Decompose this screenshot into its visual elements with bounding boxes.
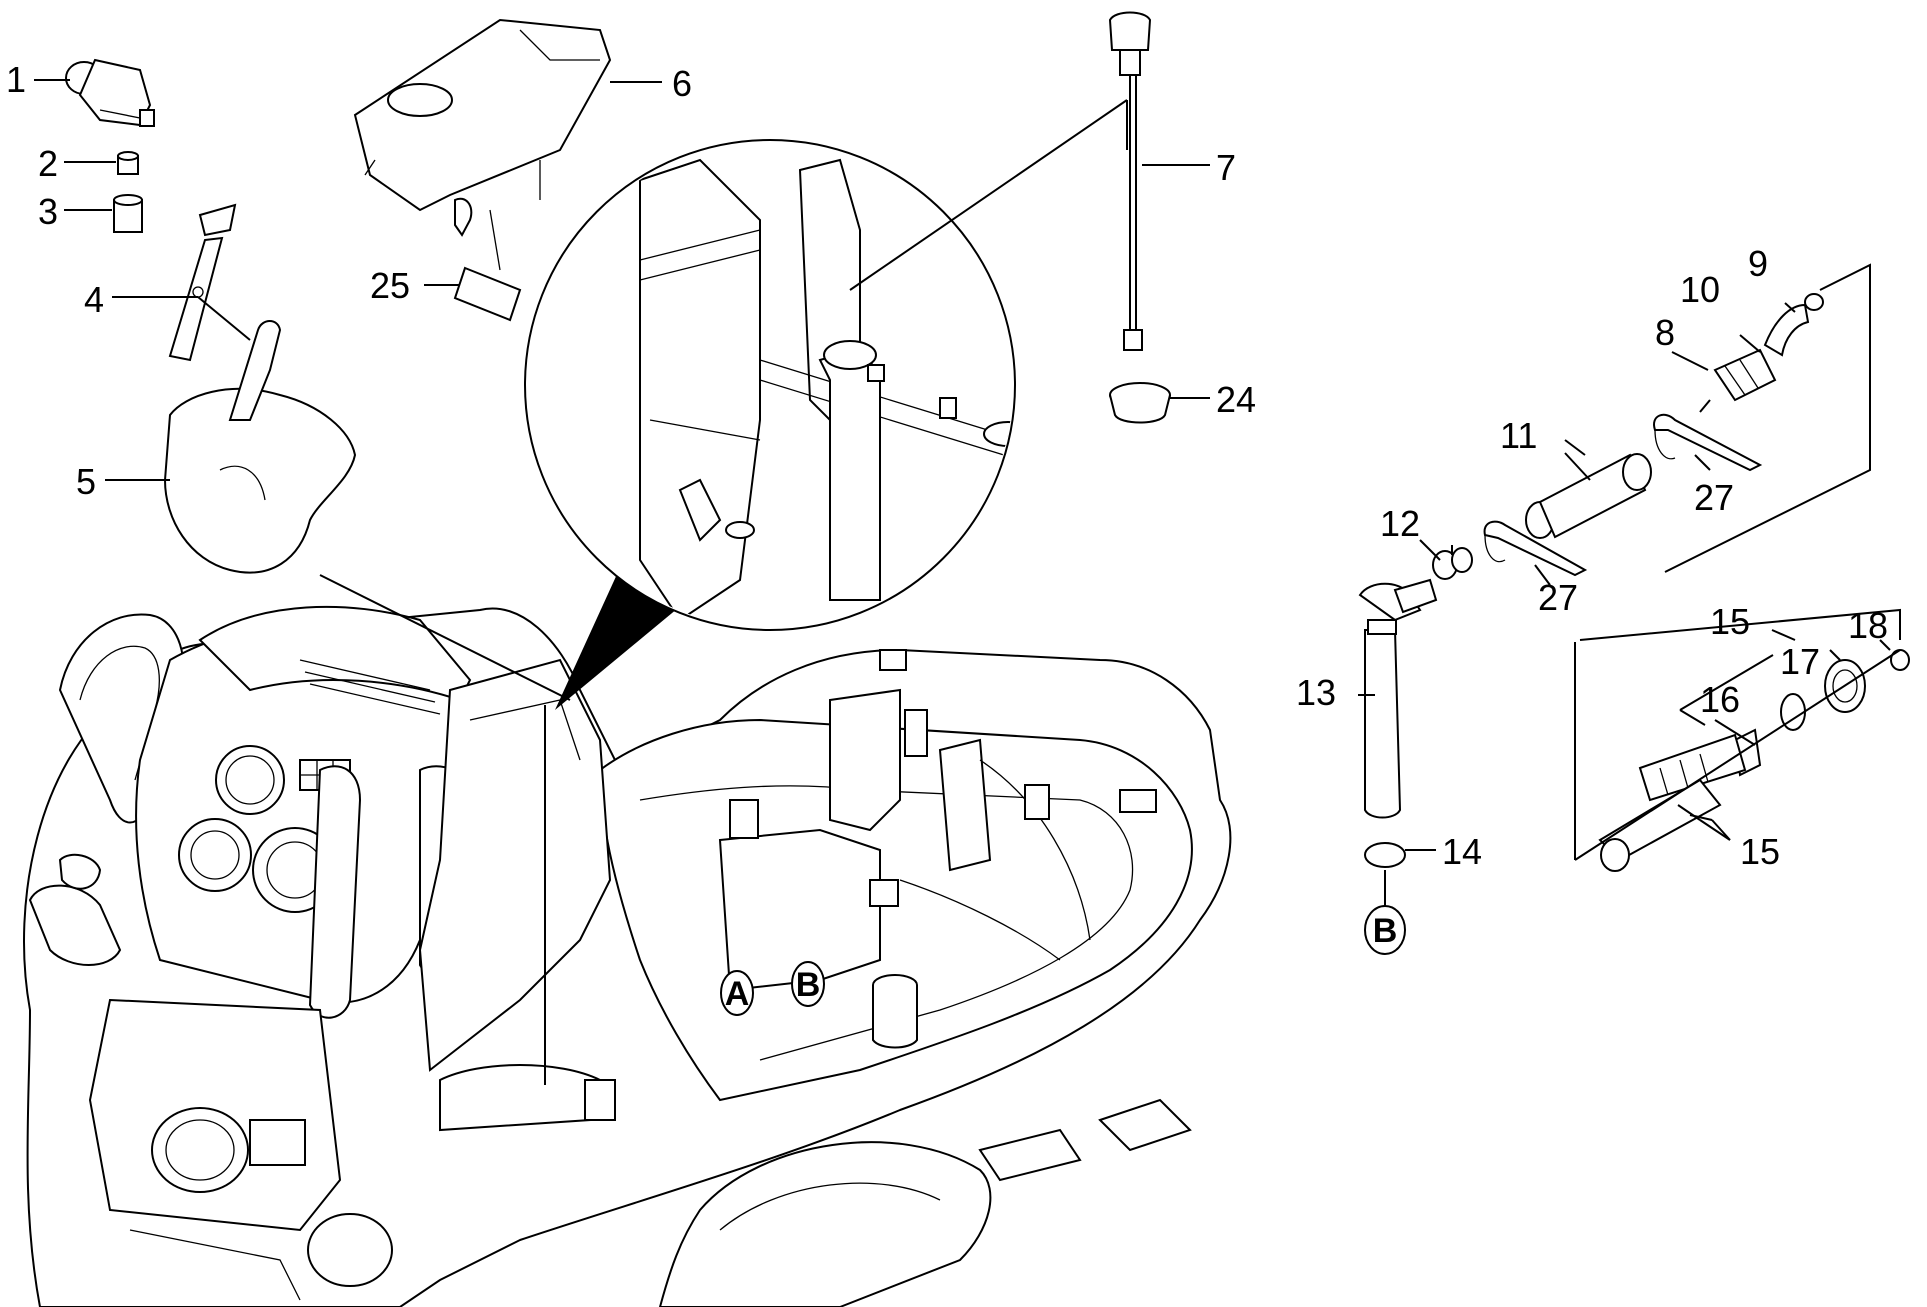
label-9: 9 (1748, 243, 1768, 284)
detail-magnifier (524, 139, 1016, 710)
part-3-sleeve (113, 194, 143, 233)
label-17: 17 (1780, 641, 1820, 682)
label-5: 5 (76, 461, 96, 502)
part-13-pipe (1358, 578, 1438, 819)
part-5-cover (163, 320, 357, 574)
machine-body: A B (23, 605, 1232, 1307)
label-7: 7 (1216, 147, 1236, 188)
label-15-bottom: 15 (1740, 831, 1780, 872)
part-27-clip-lower (1483, 520, 1588, 577)
label-11: 11 (1500, 415, 1537, 456)
part-8-nut (1713, 348, 1777, 402)
part-16-filter (1638, 728, 1762, 802)
part-14-gasket (1364, 842, 1406, 868)
label-14: 14 (1442, 831, 1482, 872)
part-labels: 1 2 3 4 5 6 7 8 9 10 11 12 13 14 15 15 1… (6, 59, 1888, 872)
label-10: 10 (1680, 269, 1720, 310)
label-27-upper: 27 (1694, 477, 1734, 518)
part-11-coupling (1525, 453, 1652, 539)
svg-text:A: A (725, 975, 750, 1013)
label-1: 1 (6, 59, 26, 100)
part-6-tank (353, 18, 612, 237)
label-24: 24 (1216, 379, 1256, 420)
label-2: 2 (38, 143, 58, 184)
label-4: 4 (84, 279, 104, 320)
label-13: 13 (1296, 672, 1336, 713)
part-7-dipstick (1108, 11, 1152, 351)
part-25-sensor (453, 209, 522, 322)
label-25: 25 (370, 265, 410, 306)
part-27-clip-upper (1653, 413, 1763, 472)
label-3: 3 (38, 191, 58, 232)
leader-lines (34, 79, 1901, 1085)
label-12: 12 (1380, 503, 1420, 544)
part-17-nut (1780, 659, 1866, 731)
label-6: 6 (672, 63, 692, 104)
label-15-top: 15 (1710, 601, 1750, 642)
svg-text:B: B (1373, 912, 1398, 950)
label-18: 18 (1848, 605, 1888, 646)
label-8: 8 (1655, 312, 1675, 353)
part-24-ring (1109, 382, 1171, 424)
svg-text:B: B (796, 966, 821, 1004)
part-2-cap (117, 151, 139, 175)
marker-b-reference: B (1364, 870, 1406, 955)
part-9-oring (1804, 293, 1824, 311)
marker-b-body: B (791, 961, 825, 1007)
part-10-elbow (1763, 303, 1810, 357)
label-27-lower: 27 (1538, 577, 1578, 618)
marker-a: A (720, 970, 754, 1016)
label-16: 16 (1700, 679, 1740, 720)
part-4-lever (168, 203, 237, 362)
part-1-pump-block (65, 58, 155, 127)
